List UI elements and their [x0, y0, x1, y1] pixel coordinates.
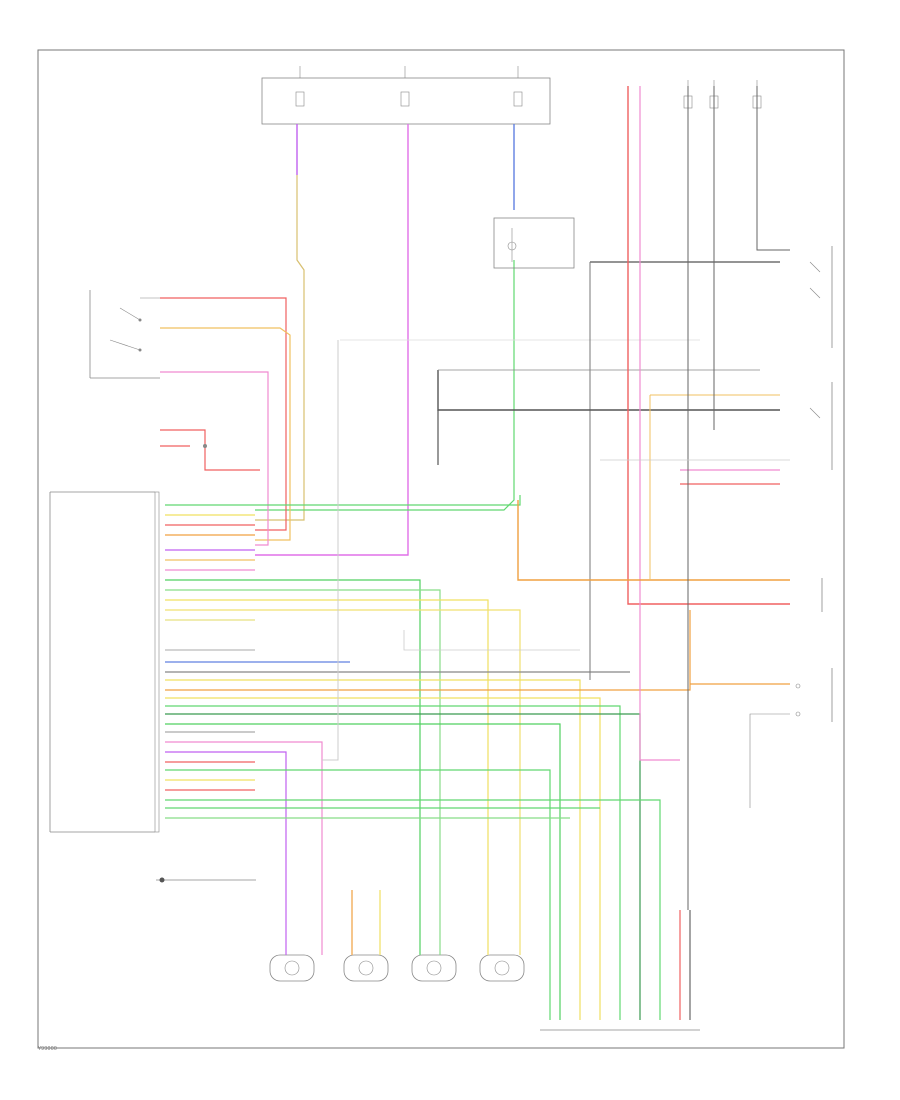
wire-violet-2	[255, 124, 409, 556]
solenoid-2	[343, 954, 389, 982]
wire-red-right	[627, 86, 790, 605]
shutdown-relay	[493, 217, 575, 269]
brake-switch	[160, 429, 260, 471]
pcm-wire-bundle	[165, 495, 691, 910]
wire-pink-pns	[160, 371, 269, 546]
ground-symbol	[156, 877, 256, 883]
wire-fuse-right-2	[756, 86, 790, 251]
solenoid-1	[269, 954, 315, 982]
fuse-box	[261, 66, 551, 125]
wire-red-pns	[160, 297, 287, 531]
wire-tan-1	[255, 175, 305, 521]
solenoid-4	[479, 954, 525, 982]
wire-pink-right	[639, 86, 680, 761]
overdrive-switch	[749, 668, 833, 808]
wire-orange-pns	[160, 327, 291, 541]
wire-lightgray-bus	[322, 340, 339, 761]
footer-code: Y99000	[38, 1046, 57, 1052]
wire-green-1	[255, 260, 515, 511]
transmission-connector	[540, 910, 700, 1031]
wire-gray-3	[437, 370, 780, 411]
starter-relay	[809, 246, 833, 348]
overdrive-relay	[809, 382, 833, 470]
fuse-group-right	[683, 80, 762, 125]
solenoid-3	[411, 954, 457, 982]
diagram-border	[37, 49, 845, 1049]
solenoid-wires	[285, 890, 521, 955]
wire-orange-right	[517, 500, 790, 581]
wire-lightgray-3	[403, 630, 580, 651]
park-neutral-switch	[89, 290, 160, 379]
powertrain-control-module	[49, 491, 160, 833]
